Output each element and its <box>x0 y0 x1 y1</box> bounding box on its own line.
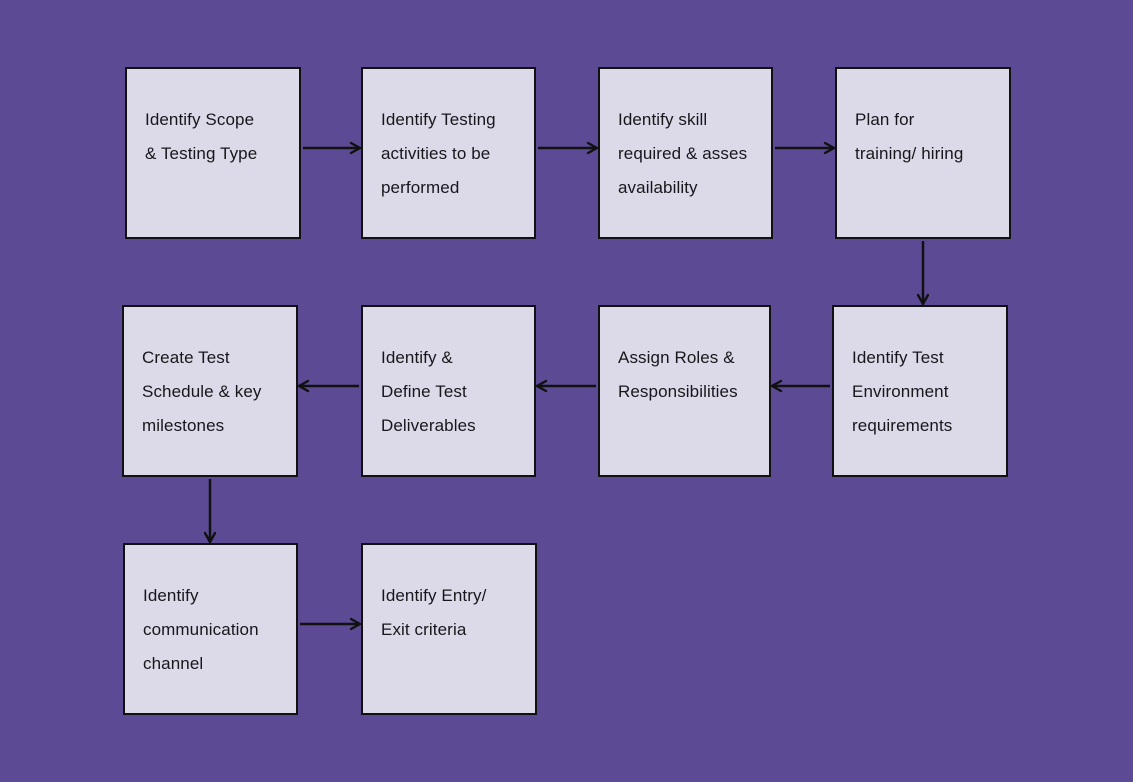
flow-node-label-line: Deliverables <box>381 416 476 435</box>
flow-node-plan: Plan for training/ hiring <box>835 67 1011 239</box>
flow-node-communication: Identify communication channel <box>123 543 298 715</box>
flow-node-label-line: Identify Testing <box>381 110 496 129</box>
flow-node-label-line: training/ hiring <box>855 144 964 163</box>
flow-node-label-line: required & asses <box>618 144 748 163</box>
flow-node-label-line: Identify <box>143 586 199 605</box>
flow-node-activities: Identify Testing activities to be performe… <box>361 67 536 239</box>
flow-node-label-line: Define Test <box>381 382 467 401</box>
flow-node-label-line: Identify Scope <box>145 110 255 129</box>
flow-node-label-line: Responsibilities <box>618 382 738 401</box>
flow-node-label-line: Plan for <box>855 110 915 129</box>
flow-node-entry: Identify Entry/Exit criteria <box>361 543 537 715</box>
flow-node-label-line: Create Test <box>142 348 230 367</box>
flow-node-label-line: performed <box>381 178 460 197</box>
flow-node-label-line: Identify skill <box>618 110 708 129</box>
flow-node-roles: Assign Roles & Responsibilities <box>598 305 771 477</box>
flow-node-skill: Identify skill required & asses availabili… <box>598 67 773 239</box>
flow-node-label-line: activities to be <box>381 144 491 163</box>
flow-node-label-line: Identify Entry/ <box>381 586 487 605</box>
flow-node-label-line: milestones <box>142 416 225 435</box>
flow-node-scope: Identify Scope & Testing Type <box>125 67 301 239</box>
flow-node-label-line: communication <box>143 620 259 639</box>
flow-node-label-line: Identify Test <box>852 348 944 367</box>
flow-node-label-line: availability <box>618 178 698 197</box>
flow-node-label-line: Exit criteria <box>381 620 467 639</box>
flow-node-label-line: Environment <box>852 382 949 401</box>
flow-node-label-line: Identify & <box>381 348 453 367</box>
flow-node-label-line: & Testing Type <box>145 144 258 163</box>
flow-node-label-line: requirements <box>852 416 953 435</box>
flow-node-label-line: Schedule & key <box>142 382 262 401</box>
flow-node-label-line: channel <box>143 654 204 673</box>
flow-node-label-line: Assign Roles & <box>618 348 735 367</box>
